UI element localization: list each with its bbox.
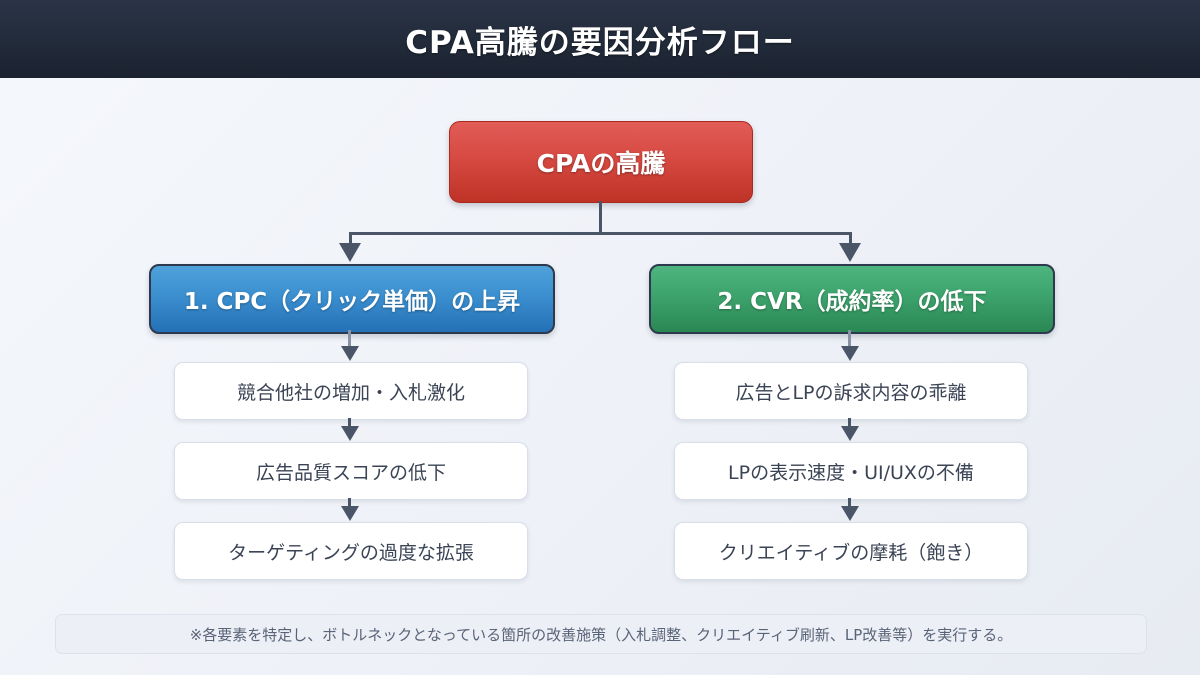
diagram-area: CPAの高騰 1. CPC（クリック単価）の上昇 競合他社の増加・入札激化 広告… [0, 78, 1200, 675]
footer-note: ※各要素を特定し、ボトルネックとなっている箇所の改善施策（入札調整、クリエイティ… [55, 614, 1147, 654]
leaf-cpc-2[interactable]: ターゲティングの過度な拡張 [174, 522, 528, 580]
connector-right-stem-2 [848, 498, 851, 509]
leaf-cvr-0[interactable]: 広告とLPの訴求内容の乖離 [674, 362, 1028, 420]
arrow-head-branch-right-icon [839, 243, 861, 262]
arrow-head-right-1-icon [841, 426, 859, 441]
connector-branch-right-stem [849, 232, 852, 243]
leaf-cpc-1-label: 広告品質スコアの低下 [255, 461, 446, 484]
leaf-cpc-1[interactable]: 広告品質スコアの低下 [174, 442, 528, 500]
node-branch-cpc[interactable]: 1. CPC（クリック単価）の上昇 [149, 264, 555, 334]
leaf-cpc-0-label: 競合他社の増加・入札激化 [236, 381, 465, 404]
connector-root-vertical [599, 201, 602, 234]
leaf-cvr-1[interactable]: LPの表示速度・UI/UXの不備 [674, 442, 1028, 500]
footer-note-label: ※各要素を特定し、ボトルネックとなっている箇所の改善施策（入札調整、クリエイティ… [189, 625, 1013, 644]
node-branch-cpc-label: 1. CPC（クリック単価）の上昇 [183, 289, 521, 315]
node-root-cpa[interactable]: CPAの高騰 [449, 121, 753, 203]
header-bar: CPA高騰の要因分析フロー [0, 0, 1200, 78]
arrow-head-left-2-icon [341, 506, 359, 521]
arrow-head-left-1-icon [341, 426, 359, 441]
leaf-cpc-2-label: ターゲティングの過度な拡張 [228, 541, 474, 564]
connector-right-stem-1 [848, 418, 851, 429]
arrow-head-branch-left-icon [339, 243, 361, 262]
arrow-head-right-0-icon [841, 346, 859, 361]
leaf-cvr-2[interactable]: クリエイティブの摩耗（飽き） [674, 522, 1028, 580]
arrow-head-left-0-icon [341, 346, 359, 361]
connector-left-stem-1 [348, 418, 351, 429]
connector-right-stem-0 [848, 330, 851, 348]
arrow-head-right-2-icon [841, 506, 859, 521]
connector-horizontal-bar [349, 232, 852, 235]
leaf-cvr-1-label: LPの表示速度・UI/UXの不備 [728, 461, 974, 484]
leaf-cvr-0-label: 広告とLPの訴求内容の乖離 [735, 381, 967, 404]
connector-left-stem-2 [348, 498, 351, 509]
node-root-label: CPAの高騰 [536, 149, 666, 178]
connector-left-stem-0 [348, 330, 351, 348]
connector-branch-left-stem [349, 232, 352, 243]
leaf-cpc-0[interactable]: 競合他社の増加・入札激化 [174, 362, 528, 420]
page-title: CPA高騰の要因分析フロー [405, 24, 795, 61]
leaf-cvr-2-label: クリエイティブの摩耗（飽き） [718, 541, 984, 564]
node-branch-cvr-label: 2. CVR（成約率）の低下 [717, 289, 987, 315]
node-branch-cvr[interactable]: 2. CVR（成約率）の低下 [649, 264, 1055, 334]
